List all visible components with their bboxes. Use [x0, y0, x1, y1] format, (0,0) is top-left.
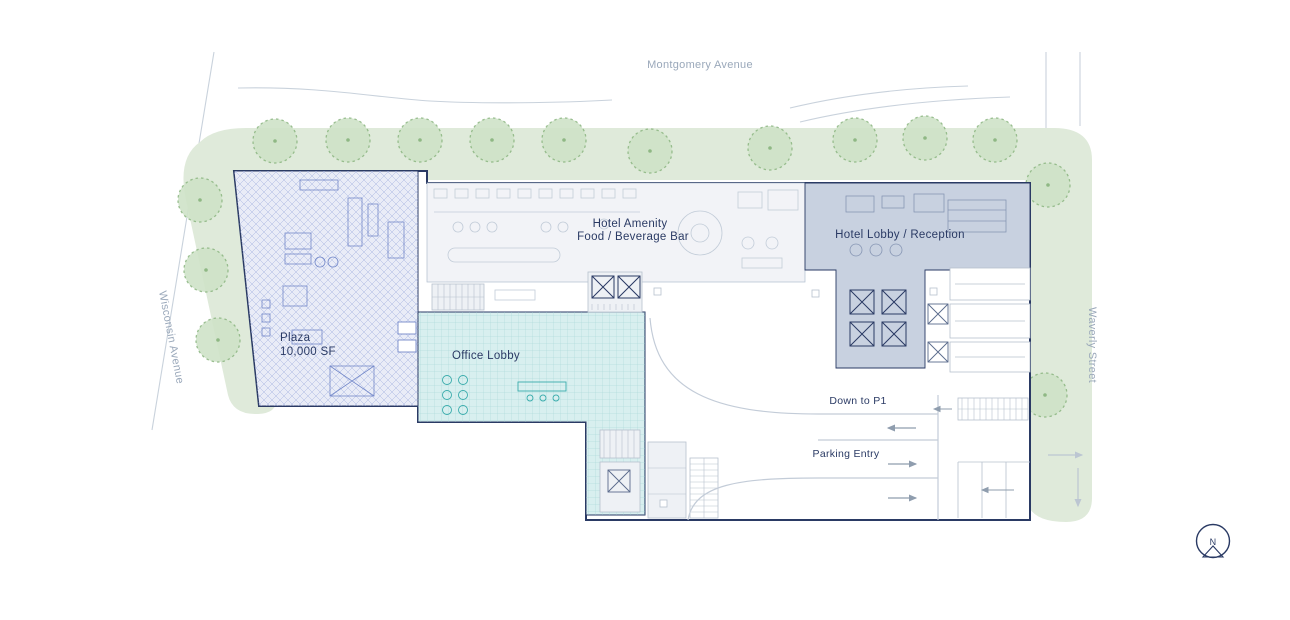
street-flow-arrows [1048, 451, 1084, 508]
amenity-furniture [433, 188, 799, 301]
entry-vestibules [397, 321, 417, 353]
tree-icon [397, 117, 443, 163]
street-lines [151, 51, 1081, 431]
north-arrow-icon: N [1195, 523, 1231, 559]
tree-icon [177, 177, 223, 223]
down-to-p1-label: Down to P1 [829, 395, 886, 407]
elevator-bank-icons [849, 289, 907, 347]
tree-icon [902, 115, 948, 161]
tree-icon [469, 117, 515, 163]
tree-icon [195, 317, 241, 363]
service-block [599, 461, 641, 513]
stair-block [599, 429, 641, 459]
ramp-curves [649, 317, 939, 521]
waverly-street-label: Waverly Street [1086, 307, 1098, 383]
office-lobby-floor-grid [418, 312, 645, 515]
tree-icon [252, 118, 298, 164]
stair-treads [603, 430, 635, 458]
parking-entry-label: Parking Entry [813, 448, 880, 460]
plaza-paving-hatch [234, 171, 418, 406]
tree-icon [325, 117, 371, 163]
tree-icon [747, 125, 793, 171]
tree-icon [627, 128, 673, 174]
service-elevator-icons [927, 303, 949, 363]
hotel-lobby-label: Hotel Lobby / Reception [835, 229, 965, 241]
montgomery-curb-line-2 [789, 85, 969, 109]
tree-icon [183, 247, 229, 293]
wisconsin-street-line [151, 51, 215, 431]
hotel-amenity-sublabel: Food / Beverage Bar [577, 231, 689, 243]
plaza-area: Plaza 10,000 SF [233, 170, 419, 407]
hotel-lobby-furniture [845, 193, 1007, 257]
montgomery-curb-line [237, 87, 613, 104]
plaza-label: Plaza [280, 332, 311, 344]
tree-icon [832, 117, 878, 163]
tree-icon [1025, 162, 1071, 208]
plaza-size-label: 10,000 SF [280, 346, 336, 358]
plaza-furniture [261, 179, 405, 397]
escalator-treads [432, 284, 484, 310]
hotel-lobby-area: Hotel Lobby / Reception [804, 182, 1031, 369]
stair-treads [690, 458, 718, 518]
stair-treads [958, 398, 1028, 420]
montgomery-curb-line-3 [799, 96, 1011, 123]
office-lobby-label: Office Lobby [452, 350, 520, 362]
landscape-band [183, 128, 1092, 522]
stair-treads [591, 304, 635, 310]
hotel-amenity-area: Hotel Amenity Food / Beverage Bar [426, 182, 806, 301]
column-markers [653, 287, 938, 508]
north-label: N [1210, 537, 1217, 547]
back-of-house-rooms [949, 267, 1031, 373]
elevator-icons [591, 275, 641, 299]
office-lobby-area: Office Lobby [397, 311, 646, 516]
elevator-icon [607, 469, 631, 493]
service-block-lines [648, 467, 686, 495]
hotel-amenity-label: Hotel Amenity [593, 218, 668, 230]
parking-area: Down to P1 Parking Entry [649, 267, 1031, 521]
tree-icon [541, 117, 587, 163]
core-block [587, 271, 643, 313]
wisconsin-avenue-label: Wisconsin Avenue [156, 290, 186, 385]
montgomery-avenue-label: Montgomery Avenue [647, 59, 753, 71]
ramp-lane-arrows [886, 424, 918, 502]
office-lobby-furniture [442, 375, 567, 415]
tree-icon [972, 117, 1018, 163]
